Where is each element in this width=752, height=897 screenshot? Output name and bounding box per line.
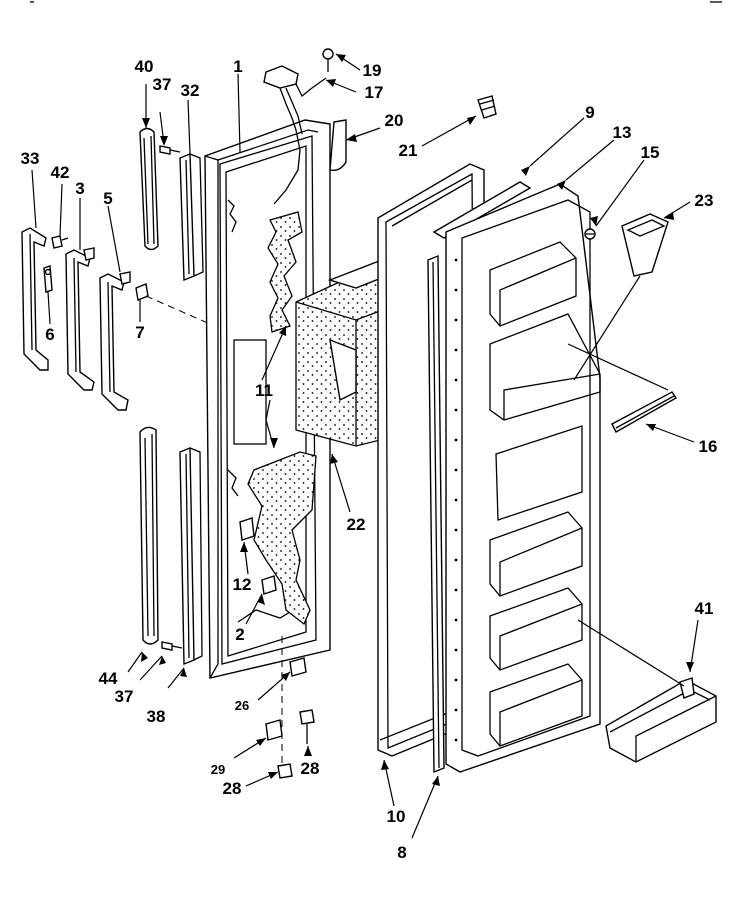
leader-lines bbox=[31, 53, 699, 839]
callout-40: 40 bbox=[135, 57, 154, 76]
callout-42: 42 bbox=[51, 163, 70, 182]
callout-32: 32 bbox=[181, 81, 200, 100]
callout-26: 26 bbox=[235, 698, 249, 713]
hardware-7 bbox=[135, 283, 149, 301]
callout-22: 22 bbox=[347, 515, 366, 534]
callout-29: 29 bbox=[211, 762, 225, 777]
wiring-harness bbox=[263, 65, 327, 205]
door-outer-panel bbox=[204, 119, 331, 679]
ice-chute bbox=[621, 213, 669, 277]
foam-insulation-lower bbox=[247, 451, 317, 626]
upper-handle-trim bbox=[139, 127, 159, 251]
callout-37-upper: 37 bbox=[153, 75, 172, 94]
drain-tube bbox=[329, 119, 347, 172]
screw-lower bbox=[161, 641, 183, 651]
hinge-29 bbox=[265, 719, 283, 741]
callout-7: 7 bbox=[135, 323, 144, 342]
callout-21: 21 bbox=[399, 141, 418, 160]
callout-15: 15 bbox=[641, 143, 660, 162]
liner-holes bbox=[454, 258, 458, 742]
callout-5: 5 bbox=[103, 189, 112, 208]
screw-upper bbox=[159, 145, 181, 155]
upper-trim-strip bbox=[179, 152, 204, 282]
door-liner bbox=[445, 183, 601, 773]
arrowheads bbox=[141, 54, 694, 786]
handle-mid bbox=[65, 247, 95, 391]
callout-19: 19 bbox=[363, 61, 382, 80]
callout-13: 13 bbox=[613, 123, 632, 142]
callout-16: 16 bbox=[699, 437, 718, 456]
callout-28-left: 28 bbox=[223, 779, 242, 798]
callout-44: 44 bbox=[99, 669, 118, 688]
screw-19 bbox=[322, 48, 334, 72]
callout-9: 9 bbox=[585, 103, 594, 122]
handle-inner bbox=[99, 271, 131, 411]
callout-33: 33 bbox=[21, 149, 40, 168]
inner-trim-strip bbox=[427, 254, 445, 774]
handle-outer bbox=[21, 227, 49, 371]
callout-10: 10 bbox=[387, 807, 406, 826]
callout-8: 8 bbox=[397, 843, 406, 862]
clip-2 bbox=[261, 575, 277, 595]
callout-41: 41 bbox=[695, 599, 714, 618]
callout-1: 1 bbox=[233, 57, 242, 76]
callout-11: 11 bbox=[255, 381, 273, 400]
hardware-6 bbox=[43, 265, 53, 293]
callout-37-lower: 37 bbox=[115, 687, 134, 706]
screw-15 bbox=[584, 228, 596, 240]
hinge-26 bbox=[289, 657, 307, 677]
foam-insulation-upper bbox=[267, 211, 303, 333]
callout-20: 20 bbox=[385, 111, 404, 130]
hardware-42 bbox=[51, 235, 69, 249]
callout-2: 2 bbox=[235, 625, 244, 644]
lower-trim-strip bbox=[179, 446, 203, 666]
callout-23: 23 bbox=[695, 191, 714, 210]
dispenser-trim bbox=[611, 391, 677, 433]
lower-handle-trim bbox=[139, 426, 159, 645]
callout-labels: 1 2 3 5 6 7 8 9 10 11 12 13 15 16 17 19 … bbox=[21, 57, 718, 862]
alignment-line-handles bbox=[145, 295, 211, 325]
bolt-28-left bbox=[277, 763, 293, 779]
callout-28-right: 28 bbox=[301, 759, 320, 778]
wire-nut bbox=[477, 95, 497, 119]
callout-38: 38 bbox=[147, 707, 166, 726]
breaker-strip bbox=[432, 181, 532, 239]
callout-17: 17 bbox=[365, 83, 384, 102]
bolt-28-right bbox=[299, 709, 315, 744]
callout-6: 6 bbox=[45, 325, 54, 344]
callout-12: 12 bbox=[233, 575, 252, 594]
door-bin bbox=[605, 677, 717, 763]
callout-3: 3 bbox=[75, 179, 84, 198]
clip-12 bbox=[239, 517, 255, 541]
